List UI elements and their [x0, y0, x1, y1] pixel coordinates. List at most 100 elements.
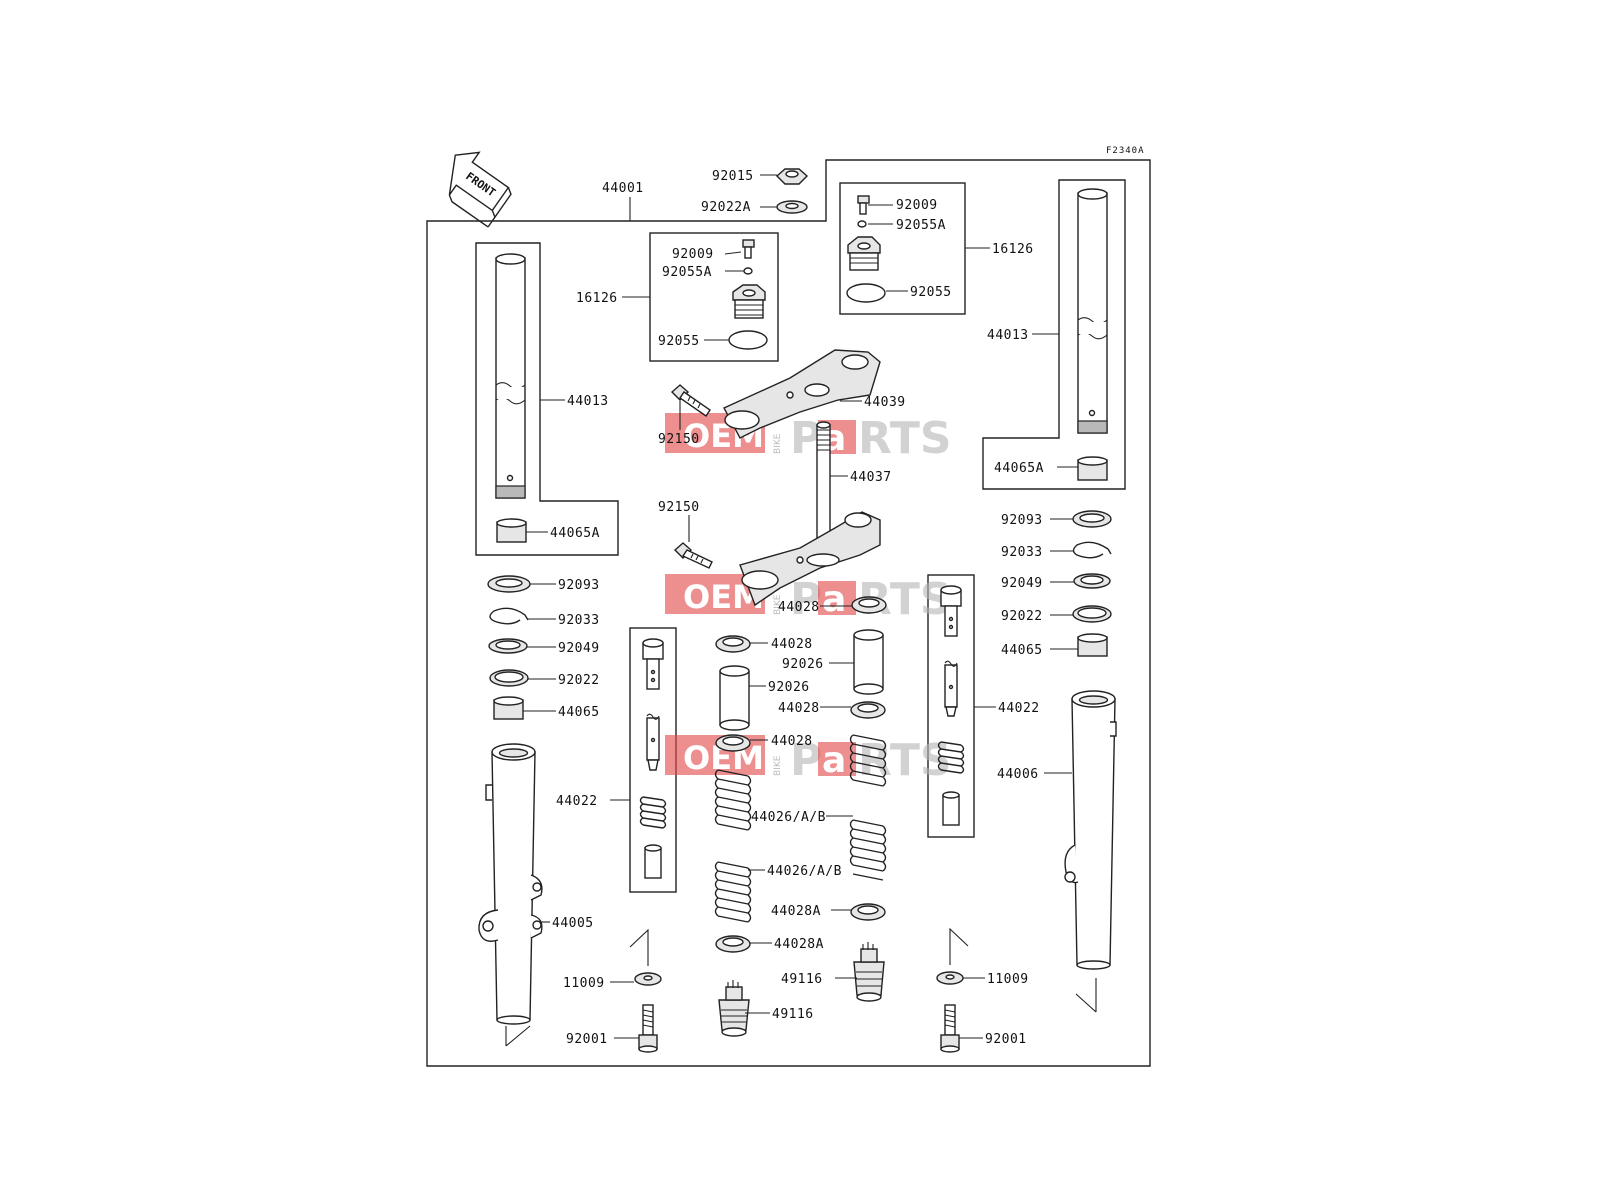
part-label: 92033 — [1001, 545, 1043, 560]
part-label: 44028 — [771, 734, 813, 749]
spring-seat-icon — [850, 903, 886, 921]
watermark-logo: OEM BIKE P a RTS — [665, 413, 952, 464]
part-label: 92001 — [985, 1032, 1027, 1047]
part-label: 44065 — [558, 705, 600, 720]
svg-text:RTS: RTS — [858, 735, 952, 786]
part-label: 44022 — [998, 701, 1040, 716]
part-label: 44006 — [997, 767, 1039, 782]
part-label: 16126 — [992, 242, 1034, 257]
part-label: 92015 — [712, 169, 754, 184]
fork-cap-bolt-icon — [847, 236, 881, 271]
left-fork-inner-tube-icon — [495, 253, 526, 499]
fork-spring-icon — [714, 769, 752, 831]
cartridge-valve-icon — [718, 980, 750, 1037]
leader-line — [629, 928, 649, 966]
allen-bolt-icon — [940, 1004, 960, 1053]
left-outer-tube-bracket — [475, 242, 619, 556]
part-label: 44013 — [567, 394, 609, 409]
part-label: 92055 — [658, 334, 700, 349]
front-direction-arrow-icon: FRONT — [448, 151, 512, 228]
part-label: 92150 — [658, 432, 700, 447]
left-guide-bushing-icon — [496, 518, 527, 543]
part-label: 92055A — [662, 265, 712, 280]
part-label: 44065A — [994, 461, 1044, 476]
fork-spring-icon — [849, 734, 887, 787]
part-label: 44028A — [774, 937, 824, 952]
svg-text:BIKE: BIKE — [773, 594, 783, 615]
part-label: 92022 — [1001, 609, 1043, 624]
left-fork-outer-tube-icon — [478, 743, 543, 1047]
cartridge-valve-icon — [853, 942, 885, 1002]
main-assembly-frame — [426, 159, 1151, 1067]
right-fork-inner-tube-icon — [1077, 188, 1108, 434]
right-outer-tube-bracket — [982, 179, 1126, 490]
air-valve-screw-icon — [857, 195, 870, 215]
part-label: 92009 — [896, 198, 938, 213]
left-washer-icon — [489, 669, 529, 687]
right-retaining-ring-icon — [1072, 541, 1112, 559]
part-label: 92049 — [1001, 576, 1043, 591]
spring-seat-icon — [715, 734, 751, 752]
right-damper-rod-box — [927, 574, 975, 838]
part-label: 44065A — [550, 526, 600, 541]
part-label: 44065 — [1001, 643, 1043, 658]
top-washer-icon — [776, 200, 808, 214]
cap-o-ring-icon — [728, 330, 768, 350]
right-damper-rod-icon — [937, 585, 965, 826]
right-slide-bushing-icon — [1077, 633, 1108, 657]
spring-seat-icon — [715, 635, 751, 653]
cap-o-ring-icon — [846, 283, 886, 303]
leader-line — [949, 927, 969, 965]
part-label: 44005 — [552, 916, 594, 931]
part-label: 92022A — [701, 200, 751, 215]
spring-seat-icon — [851, 596, 887, 614]
lower-triple-clamp-icon — [739, 511, 881, 607]
fork-spring-icon — [849, 819, 887, 881]
right-fork-outer-tube-icon — [1064, 690, 1117, 1013]
part-label: 44037 — [850, 470, 892, 485]
small-o-ring-icon — [743, 267, 753, 275]
svg-text:a: a — [822, 740, 846, 781]
clamp-bolt-icon — [670, 384, 711, 417]
left-retaining-ring-icon — [489, 607, 529, 625]
part-label: 92033 — [558, 613, 600, 628]
svg-text:P: P — [790, 574, 822, 625]
part-label: 44028 — [771, 637, 813, 652]
steering-stem-icon — [816, 421, 831, 551]
part-label: 44022 — [556, 794, 598, 809]
spring-seat-icon — [715, 935, 751, 953]
right-dust-seal-icon — [1073, 573, 1111, 589]
part-label: 44013 — [987, 328, 1029, 343]
svg-text:BIKE: BIKE — [773, 433, 783, 454]
left-oil-seal-icon — [487, 575, 531, 593]
part-label: 44028A — [771, 904, 821, 919]
drain-washer-icon — [936, 971, 964, 985]
part-label: 92022 — [558, 673, 600, 688]
spacer-collar-icon — [719, 665, 750, 731]
right-oil-seal-icon — [1072, 510, 1112, 528]
part-label: 44028 — [778, 600, 820, 615]
allen-bolt-icon — [638, 1004, 658, 1053]
upper-triple-clamp-icon — [723, 349, 881, 439]
top-nut-icon — [775, 168, 809, 185]
part-label: 44026/A/B — [751, 810, 826, 825]
right-washer-icon — [1072, 605, 1112, 623]
part-label: 92055A — [896, 218, 946, 233]
clamp-bolt-icon — [673, 542, 713, 569]
part-label: 92009 — [672, 247, 714, 262]
left-slide-bushing-icon — [493, 696, 524, 720]
svg-text:P: P — [790, 735, 822, 786]
svg-text:RTS: RTS — [858, 413, 952, 464]
part-label: 44039 — [864, 395, 906, 410]
part-label: 92001 — [566, 1032, 608, 1047]
svg-text:BIKE: BIKE — [773, 755, 783, 776]
air-valve-screw-icon — [742, 239, 755, 259]
part-label: 92093 — [558, 578, 600, 593]
spring-seat-icon — [850, 701, 886, 719]
diagram-code: F2340A — [1106, 146, 1145, 156]
part-label: 49116 — [781, 972, 823, 987]
part-label: 92026 — [782, 657, 824, 672]
small-o-ring-icon — [857, 220, 867, 228]
part-label: 92055 — [910, 285, 952, 300]
